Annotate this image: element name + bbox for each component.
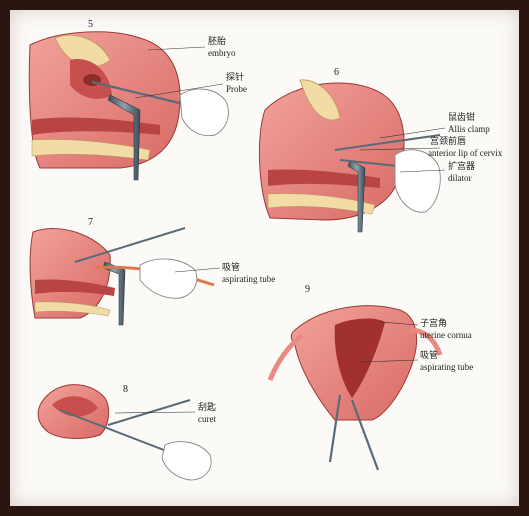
- label-allis-cn: 鼠齿钳: [448, 111, 475, 122]
- allis-clamp: [334, 134, 441, 151]
- label-allis-en: Allis clamp: [448, 124, 490, 134]
- sacrum: [267, 193, 376, 215]
- panel-7: 7 吸管 aspirating tube: [29, 217, 275, 326]
- sacrum: [31, 139, 151, 161]
- label-embryo-cn: 胚胎: [208, 35, 226, 46]
- label-dilator-cn: 扩宫器: [448, 160, 475, 171]
- label-dilator-en: dilator: [448, 173, 472, 183]
- label-cervix-cn: 宫颈前唇: [430, 135, 466, 146]
- label-tube9-cn: 吸管: [420, 349, 438, 360]
- speculum: [347, 159, 366, 233]
- leader-line: [359, 359, 419, 363]
- leader-line: [174, 267, 221, 273]
- panel-6: 6 鼠齿钳 Allis clamp 宫颈前唇 anterior lip of c…: [258, 67, 503, 233]
- label-curet-cn: 刮匙: [198, 401, 216, 412]
- aspirating-tube: [328, 394, 342, 463]
- gloved-hand: [139, 258, 198, 299]
- pubic-bone: [299, 79, 341, 121]
- leader-line: [134, 83, 224, 99]
- label-embryo-en: embryo: [208, 48, 236, 58]
- panel-6-number: 6: [334, 67, 339, 78]
- label-probe-cn: 探针: [226, 71, 244, 82]
- fallopian-tube-left: [267, 333, 304, 381]
- leader-line: [147, 46, 206, 51]
- label-tube9-en: aspirating tube: [420, 362, 473, 372]
- label-tube-en: aspirating tube: [222, 274, 275, 284]
- gloved-hand: [394, 149, 441, 213]
- sacrum: [34, 301, 111, 317]
- label-cornua-en: uterine cornua: [420, 330, 472, 340]
- label-tube-cn: 吸管: [222, 261, 240, 272]
- leader-line: [114, 411, 196, 414]
- label-cornua-cn: 子宫角: [420, 317, 447, 328]
- fallopian-tube-right: [409, 327, 443, 356]
- leader-line: [379, 127, 446, 139]
- leader-line: [399, 169, 446, 173]
- panel-7-number: 7: [88, 217, 93, 228]
- uterine-cavity: [334, 318, 385, 398]
- leader-line: [379, 321, 419, 326]
- allis-clamp: [74, 227, 186, 263]
- panel-9: 9 子宫角 uterine cornua 吸管 aspirating tube: [267, 284, 473, 471]
- panel-9-number: 9: [305, 284, 310, 295]
- uterus-cross-section: [29, 228, 111, 319]
- gloved-hand: [161, 441, 212, 481]
- pubic-bone: [54, 34, 111, 68]
- panel-8: 8 刮匙 curet: [37, 384, 216, 481]
- label-probe-en: Probe: [226, 84, 247, 94]
- allis-clamp: [350, 399, 380, 471]
- vaginal-canal: [32, 117, 160, 135]
- vaginal-canal: [35, 279, 115, 296]
- panel-8-number: 8: [123, 384, 128, 395]
- vaginal-canal: [268, 169, 380, 188]
- label-curet-en: curet: [198, 414, 216, 424]
- label-cervix-en: anterior lip of cervix: [428, 148, 503, 158]
- panel-5: 5 胚胎 embryo 探针 Probe: [28, 19, 247, 181]
- speculum: [107, 94, 141, 181]
- uterus-cross-section: [28, 31, 181, 169]
- leader-line: [359, 147, 441, 151]
- panel-5-number: 5: [88, 19, 93, 30]
- gloved-hand: [179, 88, 229, 137]
